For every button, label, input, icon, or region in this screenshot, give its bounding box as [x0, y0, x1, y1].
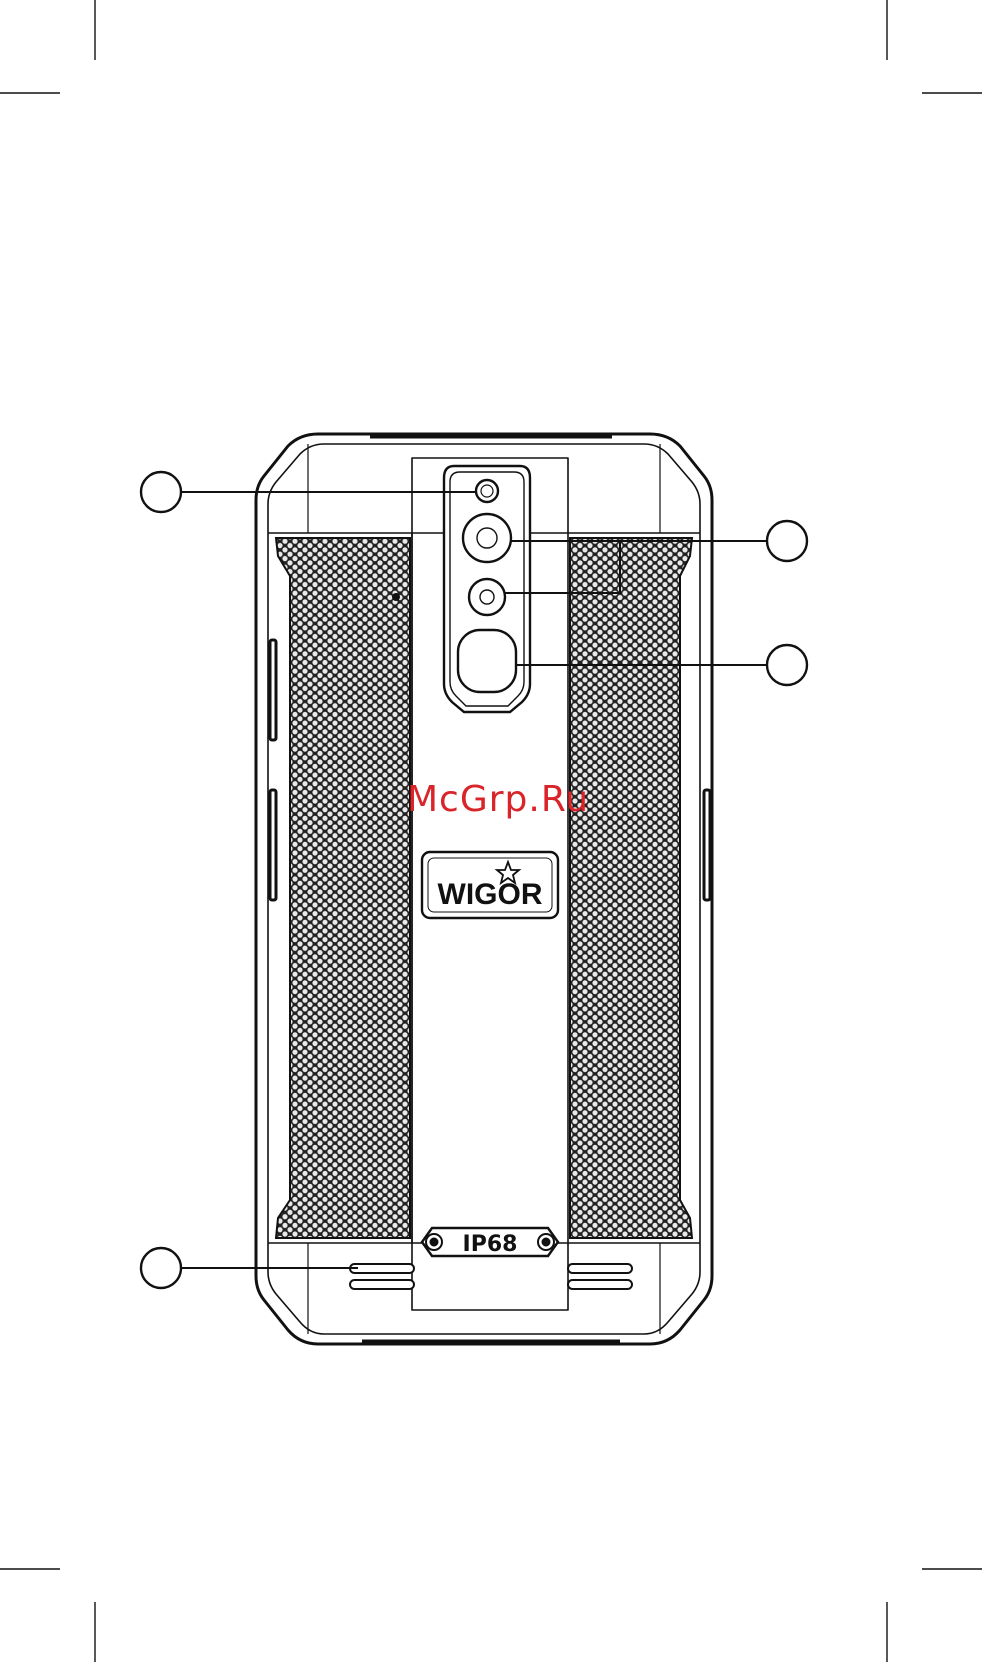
watermark-text: McGrp.Ru	[398, 782, 598, 818]
logo-text: WIGOR	[438, 878, 543, 911]
side-button-left-1	[270, 640, 276, 740]
speaker-grille	[350, 1264, 632, 1289]
ip68-text: IP68	[463, 1232, 518, 1257]
callout-circle-fingerprint	[767, 645, 807, 685]
microphone-hole	[392, 593, 400, 601]
fingerprint-sensor	[458, 630, 516, 692]
right-mesh-panel	[570, 538, 692, 1238]
side-button-right	[704, 790, 710, 900]
callout-circle-speaker	[141, 1248, 181, 1288]
callout-circle-flash	[141, 472, 181, 512]
callout-circle-cameras	[767, 521, 807, 561]
left-mesh-panel	[276, 538, 410, 1238]
side-button-left-2	[270, 790, 276, 900]
